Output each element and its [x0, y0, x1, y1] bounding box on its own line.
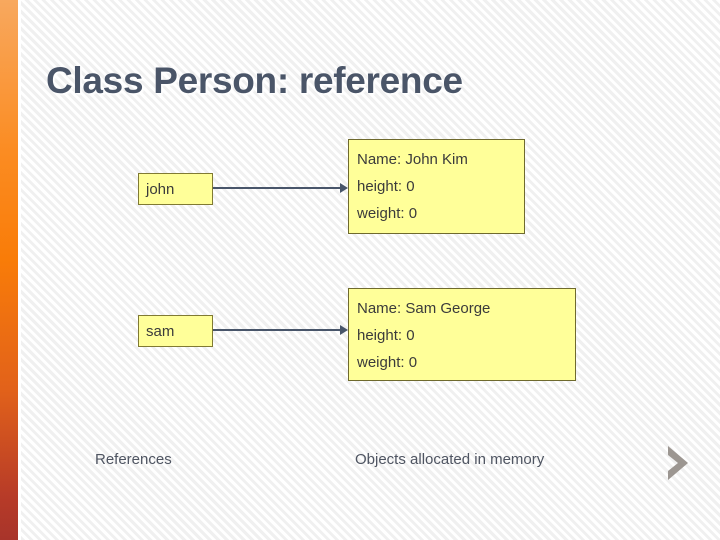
object-height-line: height: 0	[357, 178, 415, 195]
reference-label: sam	[146, 322, 175, 340]
object-name-line: Name: Sam George	[357, 300, 491, 317]
object-weight-line: weight: 0	[357, 354, 418, 371]
arrow-line-john	[213, 187, 341, 189]
caption-objects-in-memory: Objects allocated in memory	[355, 451, 545, 468]
arrow-line-sam	[213, 329, 341, 331]
object-height-line: height: 0	[357, 327, 415, 344]
arrow-head-john-icon	[340, 183, 348, 193]
object-box-sam: Name: Sam George height: 0 weight: 0	[348, 288, 576, 381]
object-weight-line: weight: 0	[357, 205, 418, 222]
caption-references: References	[95, 451, 172, 468]
stripe-edge-divider	[18, 0, 21, 540]
reference-box-sam: sam	[138, 315, 213, 347]
object-box-john: Name: John Kim height: 0 weight: 0	[348, 139, 525, 234]
reference-box-john: john	[138, 173, 213, 205]
object-name-line: Name: John Kim	[357, 151, 468, 168]
arrow-head-sam-icon	[340, 325, 348, 335]
chevron-right-icon	[664, 444, 694, 482]
left-accent-stripe	[0, 0, 18, 540]
reference-label: john	[146, 180, 175, 198]
page-title: Class Person: reference	[46, 60, 463, 101]
